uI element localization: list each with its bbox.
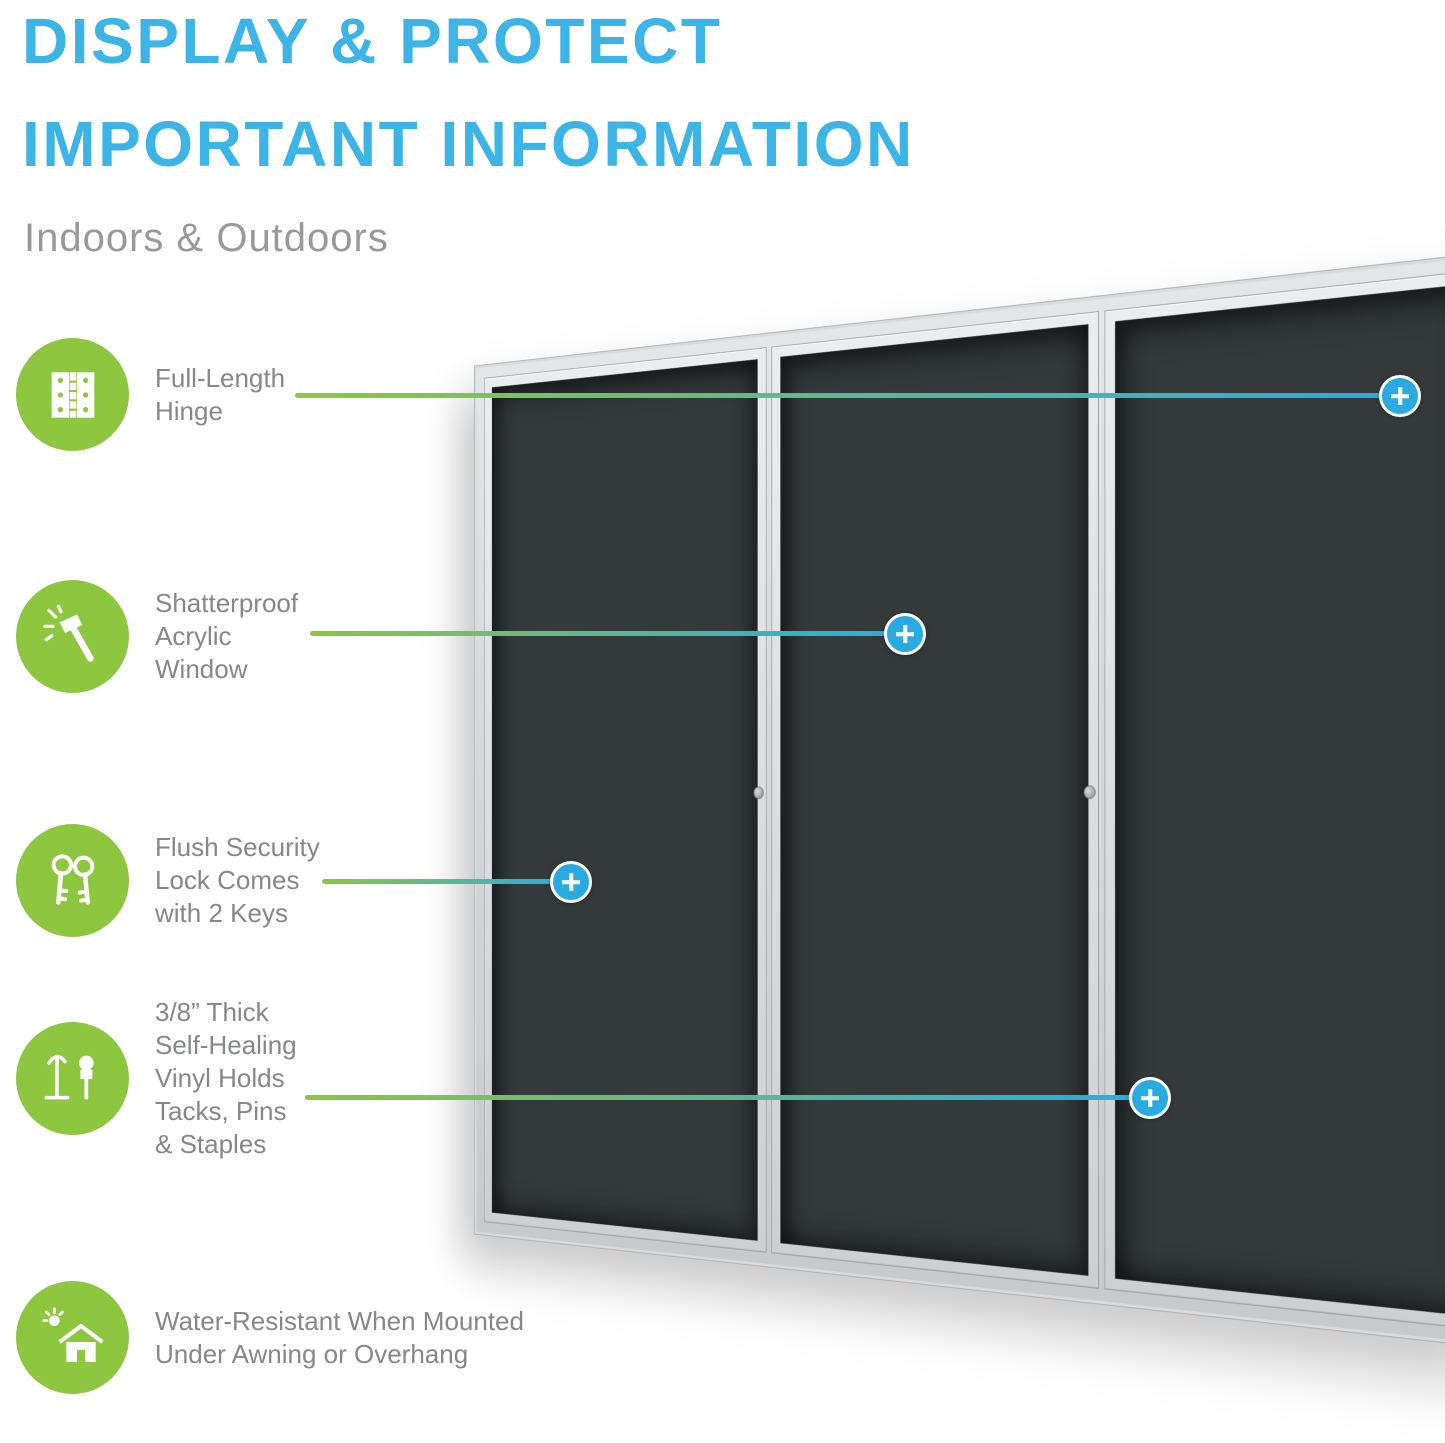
plus-marker-hinge — [1379, 375, 1421, 417]
plus-marker-lock — [550, 861, 592, 903]
callout-line-lock — [322, 879, 571, 884]
title-line-2: IMPORTANT INFORMATION — [22, 108, 915, 180]
page-title: DISPLAY & PROTECT IMPORTANT INFORMATION — [22, 0, 915, 196]
pins-icon — [44, 1054, 94, 1100]
door-lock-1 — [753, 786, 764, 800]
board-door-2 — [771, 311, 1099, 1289]
feature-label-acrylic: Shatterproof Acrylic Window — [155, 588, 299, 684]
feature-icon-circle — [16, 1281, 129, 1394]
feature-acrylic: Shatterproof Acrylic Window — [16, 580, 298, 693]
feature-water-resistant: Water-Resistant When Mounted Under Awnin… — [16, 1281, 524, 1394]
feature-vinyl: 3/8” Thick Self-Healing Vinyl Holds Tack… — [16, 996, 297, 1161]
enclosed-bulletin-board — [473, 250, 1445, 1350]
feature-label-lock: Flush Security Lock Comes with 2 Keys — [155, 832, 320, 928]
shatterproof-hammer-icon — [42, 604, 94, 662]
board-door-3 — [1104, 268, 1445, 1332]
callout-line-acrylic — [310, 631, 905, 636]
title-line-1: DISPLAY & PROTECT — [22, 5, 723, 77]
board-door-1 — [484, 347, 767, 1253]
feature-icon-circle — [16, 338, 129, 451]
plus-marker-acrylic — [884, 613, 926, 655]
feature-hinge: Full-Length Hinge — [16, 338, 285, 451]
feature-icon-circle — [16, 824, 129, 937]
feature-label-hinge: Full-Length Hinge — [155, 362, 286, 426]
vinyl-panel-2 — [780, 324, 1089, 1276]
plus-marker-vinyl — [1129, 1077, 1171, 1119]
callout-line-hinge — [295, 393, 1400, 398]
feature-lock: Flush Security Lock Comes with 2 Keys — [16, 824, 320, 937]
house-awning-icon — [41, 1306, 104, 1362]
vinyl-panel-1 — [491, 359, 758, 1241]
door-lock-2 — [1083, 785, 1096, 800]
feature-icon-circle — [16, 1022, 129, 1135]
hinge-icon — [51, 371, 94, 418]
feature-label-water-resistant: Water-Resistant When Mounted Under Awnin… — [155, 1305, 524, 1369]
feature-icon-circle — [16, 580, 129, 693]
vinyl-panel-3 — [1115, 283, 1445, 1317]
callout-line-vinyl — [305, 1095, 1150, 1100]
feature-label-vinyl: 3/8” Thick Self-Healing Vinyl Holds Tack… — [155, 997, 297, 1159]
page-subtitle: Indoors & Outdoors — [24, 216, 389, 260]
keys-icon — [51, 853, 94, 905]
